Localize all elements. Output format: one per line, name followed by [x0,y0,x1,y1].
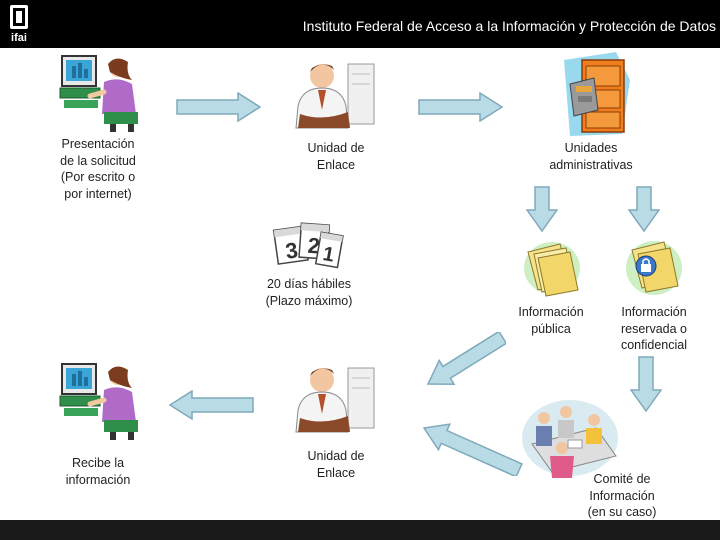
header-bar: ifai Instituto Federal de Acceso a la In… [0,0,720,48]
meeting-icon [518,398,622,480]
arrow-down-icon [628,186,660,232]
businessman-icon [292,360,378,442]
presentacion-label: Presentación de la solicitud (Por escrit… [60,137,136,201]
unidades-administrativas-label: Unidades administrativas [549,141,633,172]
arrow-right-icon [176,92,262,122]
unidad-enlace-2-label: Unidad de Enlace [307,449,365,480]
info-publica-label: Información pública [518,305,584,336]
arrow-left-icon [168,390,254,420]
calendar-icon: 3 2 1 [272,216,344,272]
unidad-enlace-1-label: Unidad de Enlace [307,141,365,172]
businessman-icon [292,56,378,138]
comite-label: Comité de Información (en su caso) [587,472,657,519]
locked-folders-icon [622,236,684,298]
folders-icon [520,238,582,298]
filing-cabinet-icon [560,50,636,138]
footer-bar [0,520,720,540]
recibe-label: Recibe la información [65,456,131,487]
ifai-logo: ifai [4,3,34,45]
page-title: Instituto Federal de Acceso a la Informa… [302,18,716,34]
logo-text: ifai [11,32,27,44]
arrow-down-icon [630,356,662,412]
arrow-down-icon [526,186,558,232]
woman-computer-icon [58,52,142,134]
svg-text:1: 1 [321,243,336,267]
woman-computer-icon [58,360,142,442]
svg-text:3: 3 [284,237,300,263]
arrow-diagonal-icon [424,332,506,390]
arrow-right-icon [418,92,504,122]
info-reservada-label: Información reservada o confidencial [620,305,687,352]
plazo-label: 20 días hábiles (Plazo máximo) [265,277,353,308]
arrow-diagonal-icon [420,420,524,476]
